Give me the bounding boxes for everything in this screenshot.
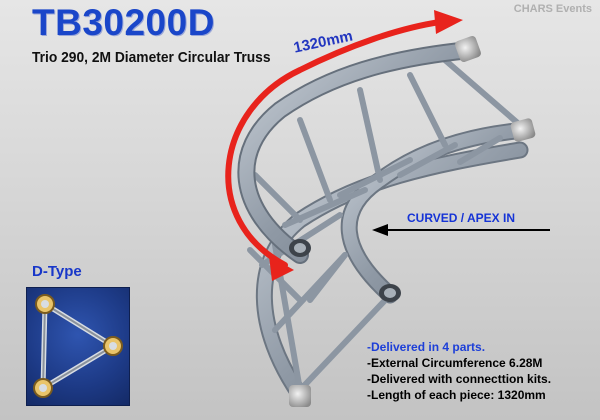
truss-lacing [247,57,523,393]
d-type-diagram [26,287,130,406]
d-type-title: D-Type [32,263,82,280]
curved-apex-arrow [372,224,550,236]
truss-top-chord [237,41,479,264]
dimension-arrow [225,10,463,281]
note-line: -Delivered in 4 parts. [367,340,486,354]
truss-end-caps [289,36,536,407]
product-notes: -Delivered in 4 parts. -External Circumf… [367,339,551,403]
curved-apex-label: CURVED / APEX IN [407,211,516,225]
note-line: -Length of each piece: 1320mm [367,388,546,402]
product-title: TB30200D [32,2,215,43]
d-type-cross-section-icon [33,294,123,398]
note-line: -Delivered with connecttion kits. [367,372,552,386]
note-line: -External Circumference 6.28M [367,356,543,370]
watermark: CHARS Events [513,3,592,15]
product-subtitle: Trio 290, 2M Diameter Circular Truss [32,49,271,66]
